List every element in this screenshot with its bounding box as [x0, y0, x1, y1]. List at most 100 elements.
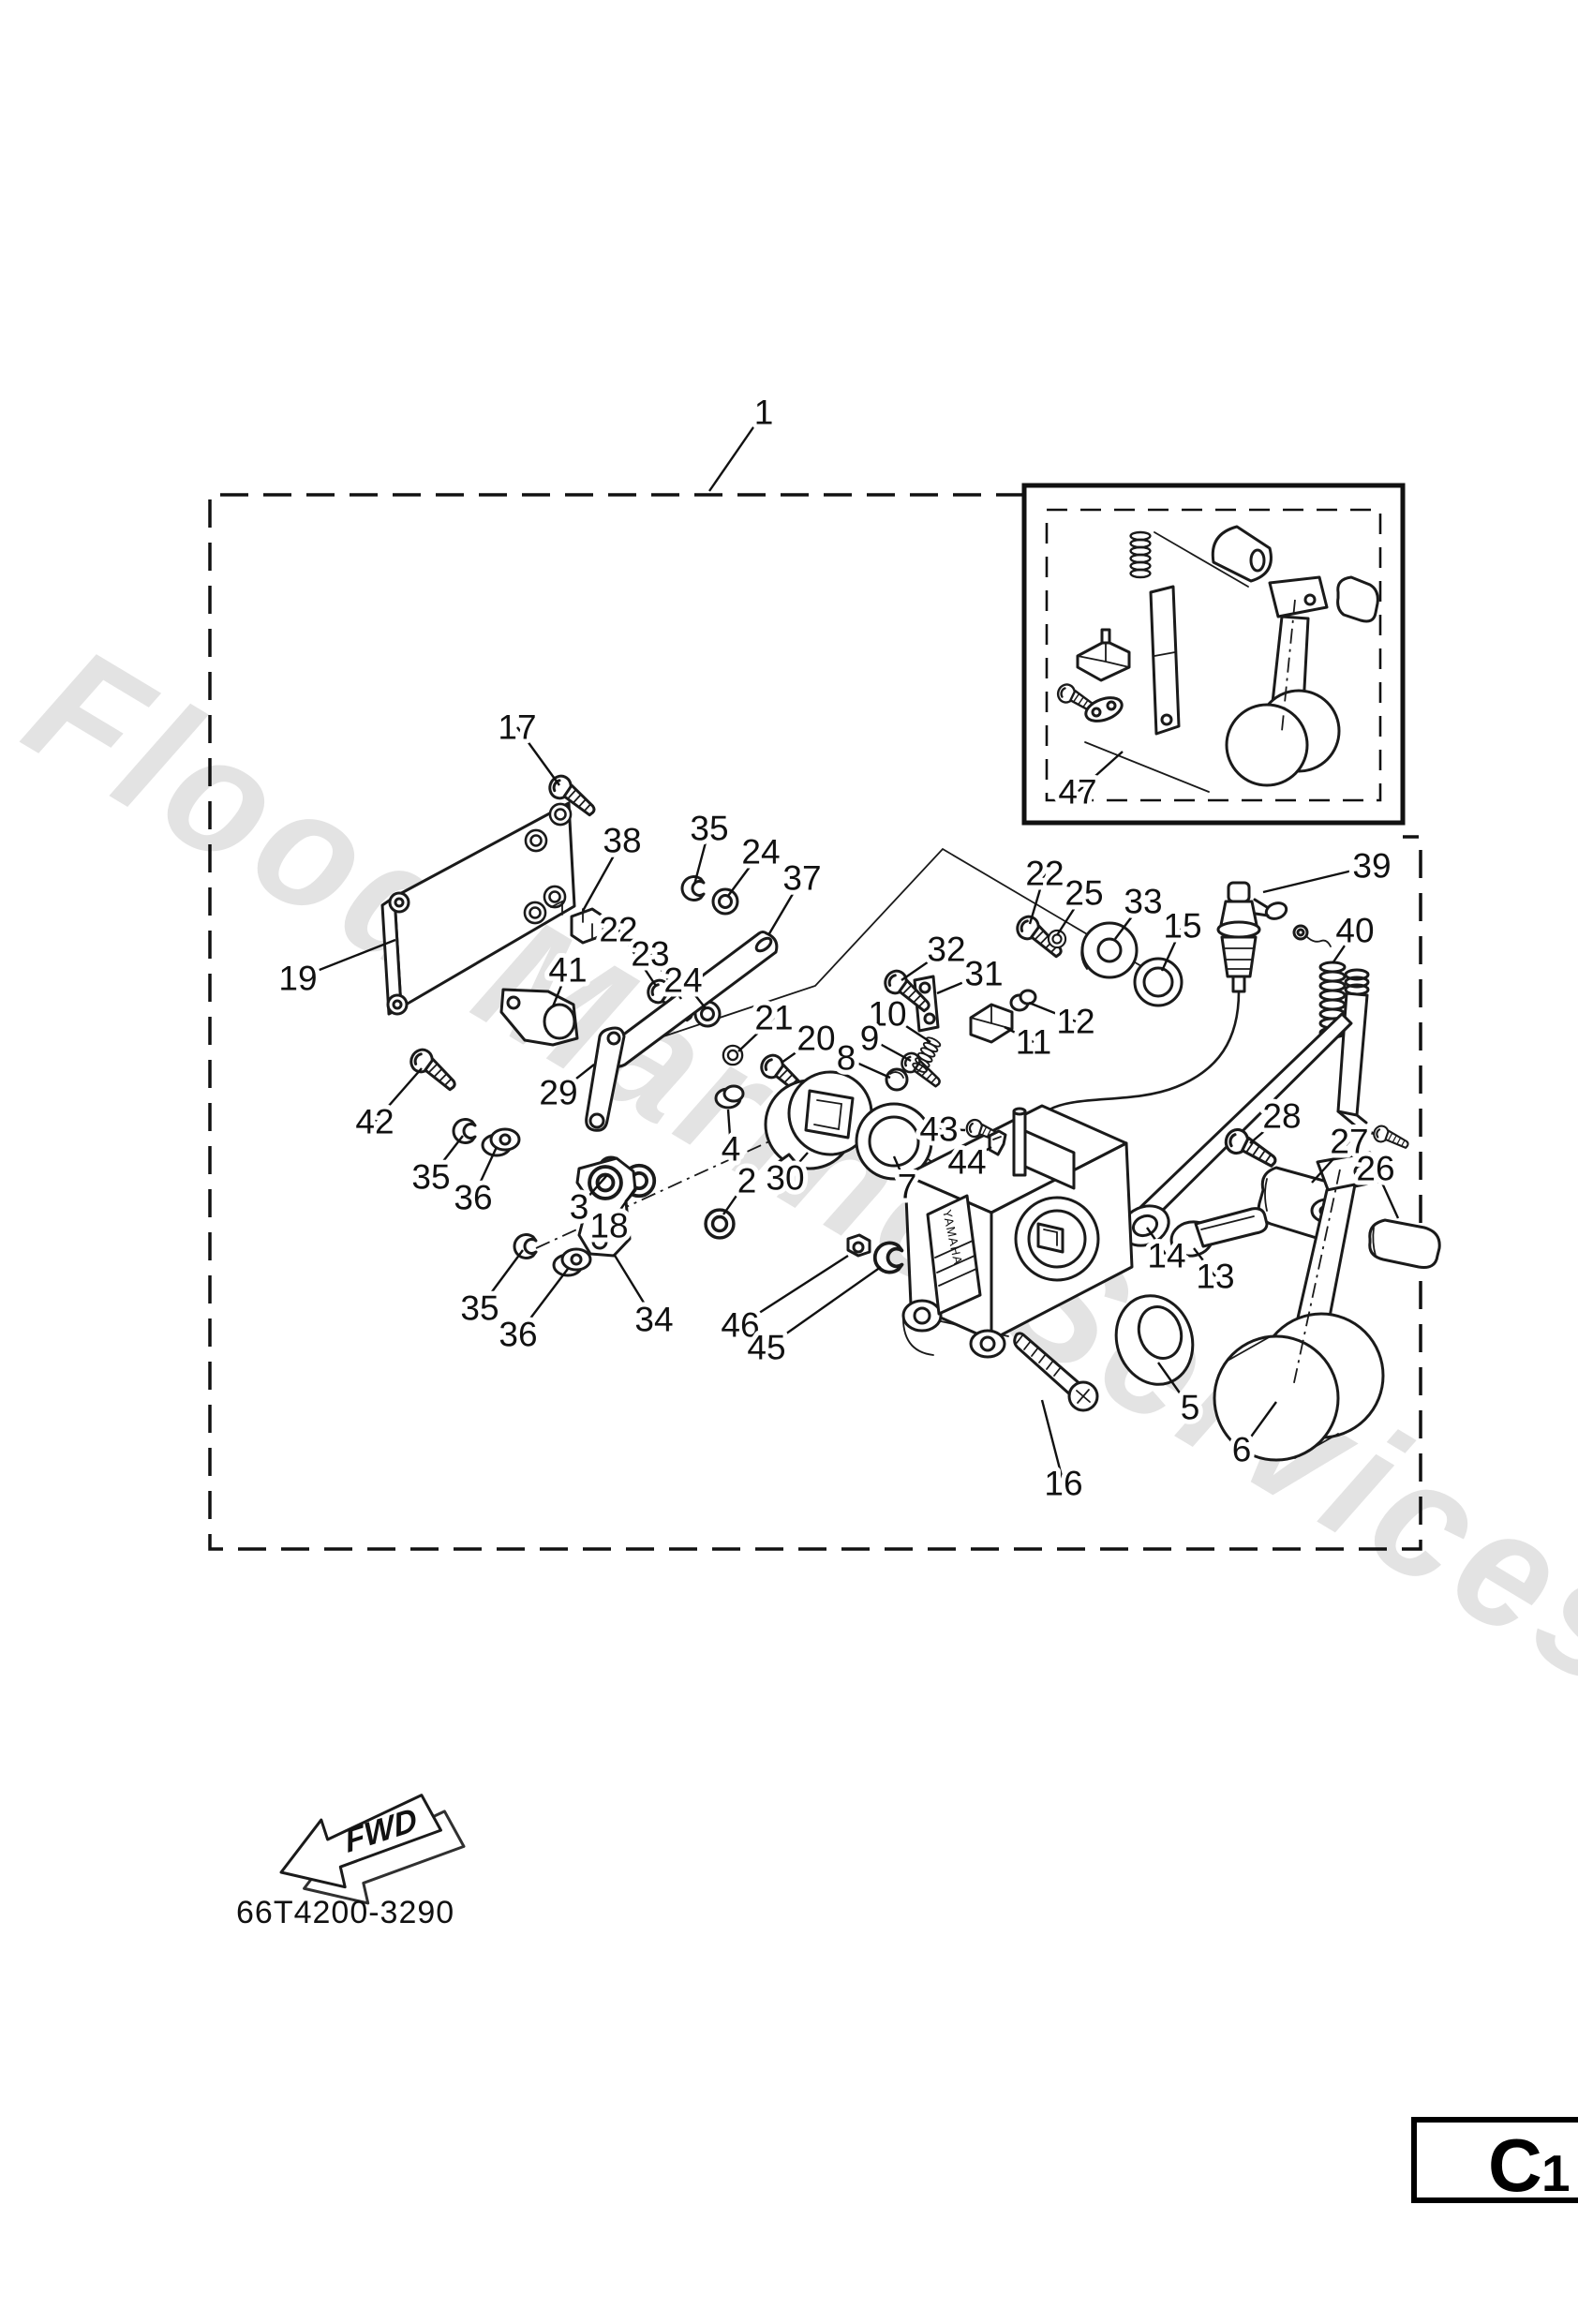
callout-35: 35 — [460, 1289, 499, 1328]
leader-line-23 — [649, 953, 682, 1000]
leader-line-31 — [936, 972, 985, 995]
part-15-ring — [1133, 957, 1184, 1007]
leader-line-32 — [901, 948, 947, 981]
part-11-block — [969, 1003, 1014, 1044]
part-21-washer — [722, 1044, 744, 1066]
inset-box-47 — [1021, 483, 1406, 826]
leader-line-41 — [551, 969, 570, 1007]
part-36-bushing-mid — [481, 1127, 521, 1157]
callout-17: 17 — [498, 708, 536, 747]
leader-line-22 — [1028, 872, 1047, 925]
leader-line-5 — [1157, 1362, 1191, 1408]
callout-30: 30 — [766, 1159, 804, 1198]
callout-33: 33 — [1124, 883, 1162, 921]
assembly-boundary-dashed — [208, 493, 1422, 1551]
part-7-ring — [855, 1102, 940, 1181]
callout-20: 20 — [796, 1020, 835, 1058]
callout-44: 44 — [947, 1143, 986, 1182]
callout-23: 23 — [631, 935, 669, 974]
part-5-grommet — [1114, 1294, 1195, 1386]
part-38-clip — [570, 907, 605, 945]
leader-line-37 — [767, 877, 804, 936]
leader-line-29 — [558, 1064, 595, 1094]
callout-19: 19 — [278, 960, 317, 998]
leader-line-35 — [479, 1249, 524, 1309]
leader-line-35 — [692, 827, 711, 886]
callout-38: 38 — [603, 822, 641, 860]
callout-22: 22 — [599, 911, 637, 949]
callout-35: 35 — [690, 810, 728, 848]
callout-43: 43 — [919, 1110, 958, 1149]
part-13-shift-lever — [1169, 1207, 1269, 1258]
leader-line-39 — [1262, 864, 1373, 894]
leader-line-26 — [1374, 1168, 1400, 1219]
leader-line-44 — [966, 1145, 992, 1164]
callout-29: 29 — [539, 1074, 577, 1112]
leader-line-4 — [726, 1109, 733, 1150]
part-41-bracket — [499, 988, 579, 1047]
leader-line-3 — [578, 1174, 608, 1208]
callout-46: 46 — [721, 1306, 759, 1345]
part-26-grip-cap — [1368, 1218, 1441, 1269]
callout-11: 11 — [1016, 1023, 1051, 1062]
leader-line-47 — [1077, 751, 1124, 793]
callout-13: 13 — [1196, 1258, 1234, 1296]
page-label-main: C — [1488, 2123, 1542, 2207]
callout-7: 7 — [898, 1168, 917, 1206]
part-42-screw — [405, 1044, 465, 1093]
part-35-eclip-mid — [452, 1118, 477, 1144]
leader-line-36 — [517, 1268, 569, 1335]
callout-37: 37 — [782, 859, 821, 898]
callout-25: 25 — [1064, 874, 1103, 913]
part-24-washer-top — [711, 887, 739, 916]
callout-28: 28 — [1262, 1097, 1301, 1136]
callout-27: 27 — [1330, 1123, 1368, 1161]
leader-line-11 — [1004, 1025, 1035, 1044]
callout-47: 47 — [1058, 773, 1096, 812]
leader-line-7 — [892, 1155, 909, 1187]
leader-line-33 — [1114, 901, 1144, 940]
leader-line-9 — [869, 1036, 912, 1063]
leader-line-42 — [374, 1067, 423, 1123]
part-30-dial — [764, 1070, 873, 1177]
leader-line-20 — [781, 1037, 817, 1064]
callout-5: 5 — [1181, 1389, 1200, 1427]
callout-45: 45 — [747, 1329, 785, 1367]
callout-32: 32 — [927, 931, 965, 969]
leader-line-12 — [1028, 1001, 1077, 1023]
callout-42: 42 — [355, 1103, 394, 1141]
leader-line-10 — [886, 1012, 931, 1044]
leader-line-6 — [1241, 1401, 1277, 1451]
leader-line-21 — [737, 1017, 775, 1052]
part-4-bushing — [714, 1084, 745, 1110]
part-25-washer — [1047, 929, 1067, 949]
leader-line-13 — [1193, 1247, 1216, 1277]
callout-26: 26 — [1356, 1150, 1394, 1188]
leader-line-25 — [1055, 892, 1086, 936]
callout-21: 21 — [754, 999, 793, 1037]
part-35-eclip-top — [680, 875, 706, 901]
part-36-bushing-low — [552, 1247, 592, 1277]
part-33-grommet — [1080, 921, 1139, 979]
callout-35: 35 — [411, 1158, 450, 1197]
callout-40: 40 — [1335, 912, 1374, 950]
part-8-dome-washer — [885, 1067, 909, 1092]
part-39-terminal-fork — [1253, 898, 1332, 947]
callout-12: 12 — [1056, 1003, 1094, 1041]
leader-line-17 — [516, 726, 560, 786]
callout-36: 36 — [499, 1316, 537, 1354]
callout-16: 16 — [1044, 1465, 1082, 1503]
part-44-clip — [988, 1129, 1007, 1156]
part-29-arm — [585, 1026, 626, 1132]
leader-line-40 — [1332, 930, 1356, 964]
leader-line-8 — [845, 1056, 891, 1080]
callout-24: 24 — [741, 833, 780, 872]
callout-4: 4 — [722, 1130, 741, 1169]
callout-8: 8 — [837, 1039, 856, 1078]
part-12-pin — [1009, 989, 1037, 1012]
leader-line-15 — [1160, 925, 1184, 972]
leader-line-38 — [581, 840, 624, 912]
part-19-mounting-plate — [380, 801, 576, 1016]
callout-31: 31 — [964, 955, 1003, 993]
